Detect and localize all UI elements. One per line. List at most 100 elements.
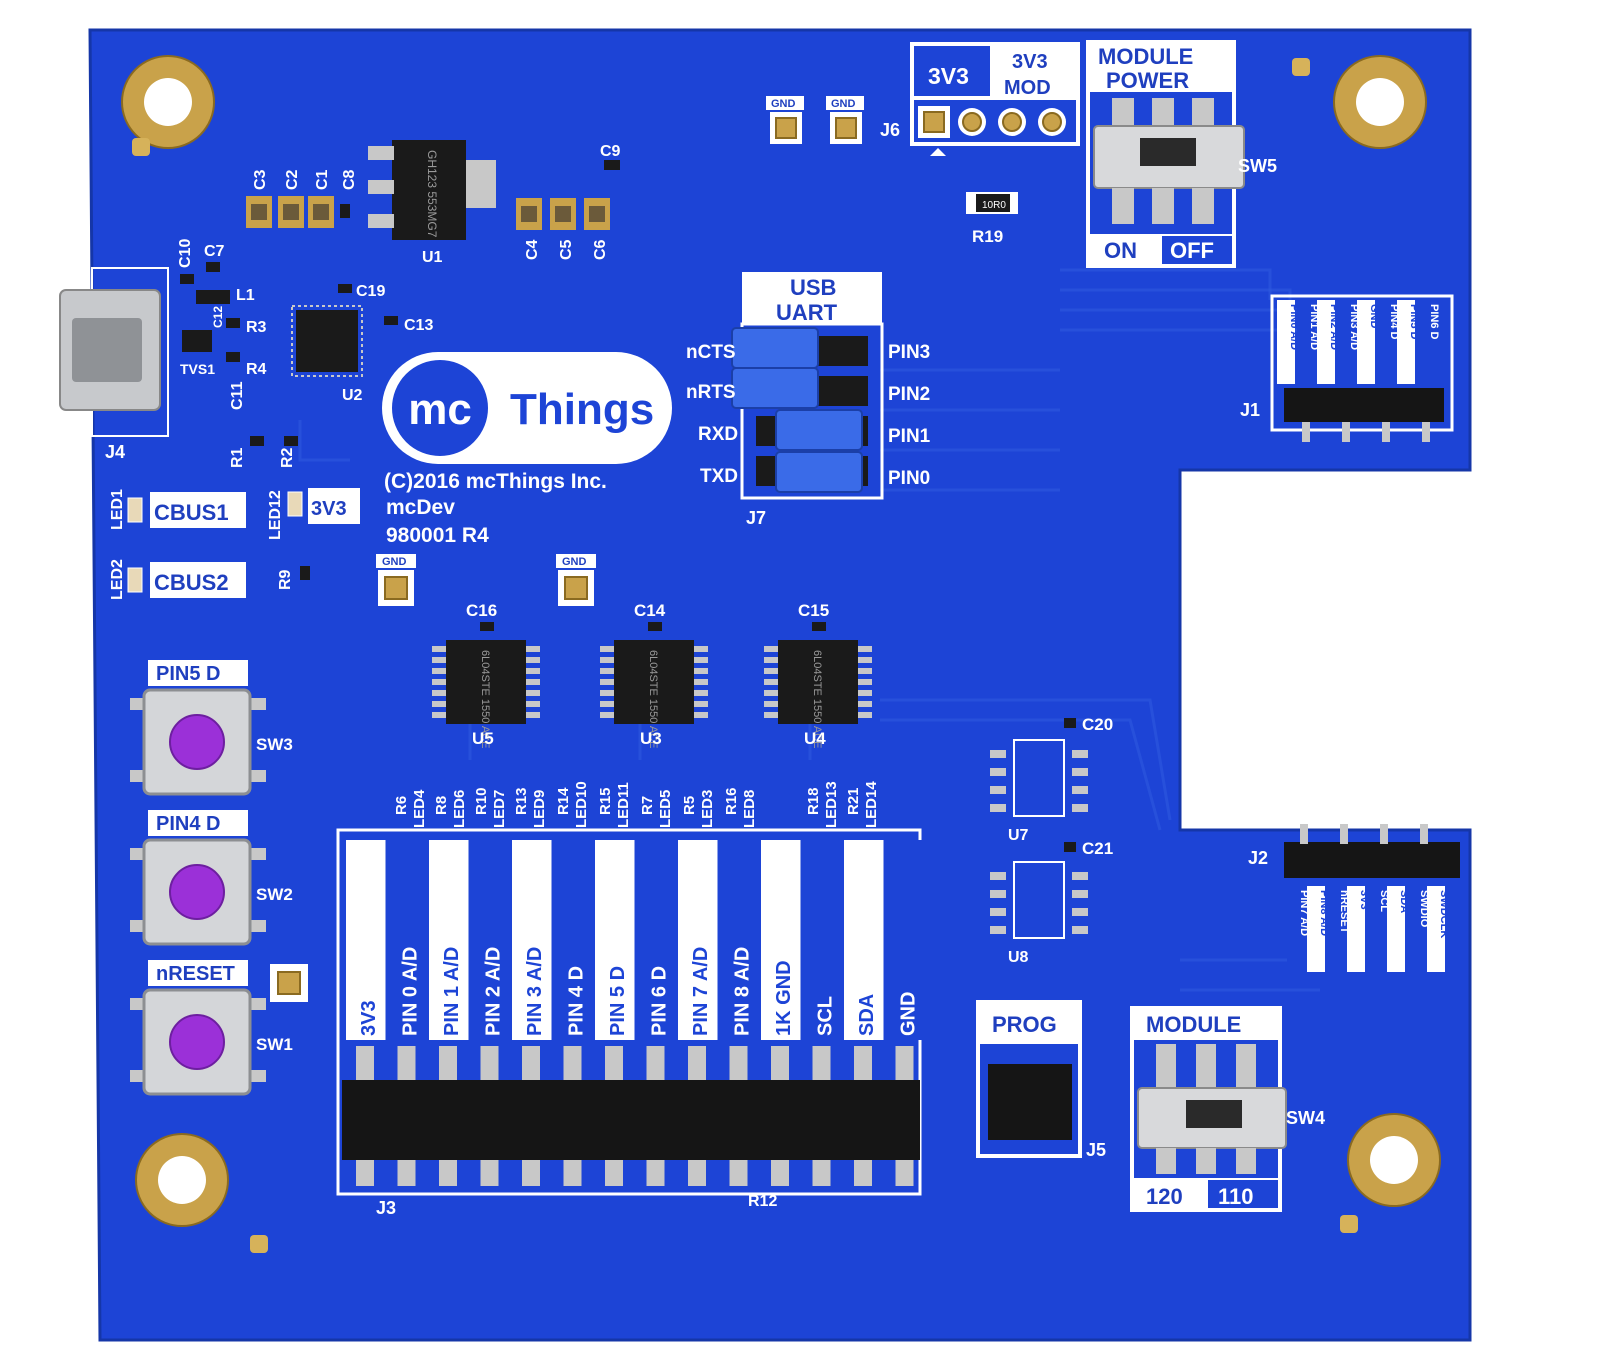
ref-c19: C19 — [356, 283, 385, 300]
ref-c20: C20 — [1082, 715, 1113, 734]
j3-pin — [688, 1156, 706, 1186]
button-pin — [130, 998, 146, 1010]
chip-pin — [432, 646, 446, 652]
button-pin — [250, 698, 266, 710]
j3-pin-label: GND — [897, 992, 919, 1036]
j3-label-strip — [636, 840, 676, 1040]
chip-marking: 6L04STE 1550 ACE — [811, 650, 823, 748]
ref-r1: R1 — [229, 447, 246, 468]
j3-pin-label: PIN 0 A/D — [399, 947, 421, 1036]
fiducial — [250, 1235, 268, 1253]
j3-pin-label: SDA — [856, 994, 878, 1036]
led1 — [127, 497, 143, 523]
resistor-ref: R6 — [393, 796, 410, 815]
led12 — [287, 491, 303, 517]
chip-body — [446, 640, 526, 724]
chip-pin — [600, 712, 614, 718]
chip-marking: 6L04STE 1550 ACE — [647, 650, 659, 748]
gnd-pad-label: GND — [831, 98, 856, 110]
chip-pin — [526, 690, 540, 696]
j3-pin — [895, 1156, 914, 1186]
prog-header[interactable] — [976, 1000, 1082, 1158]
mounting-hole-bottom-right — [1347, 1113, 1441, 1207]
j2-label-box — [1347, 886, 1365, 972]
module-power-label-1: MODULE — [1098, 44, 1193, 69]
button-ref: SW3 — [256, 735, 293, 754]
chip-pin — [432, 701, 446, 707]
label-cbus1: CBUS1 — [154, 500, 229, 525]
gnd-pad-label: GND — [382, 556, 407, 568]
ref-c3: C3 — [252, 169, 269, 190]
board-copyright: (C)2016 mcThings Inc. — [384, 470, 607, 493]
push-button-cap[interactable] — [169, 714, 225, 770]
j3-housing — [342, 1080, 920, 1160]
usb-connector — [59, 267, 169, 437]
fiducial — [1292, 58, 1310, 76]
gnd-test-pad — [766, 96, 804, 144]
chip-pin — [432, 690, 446, 696]
ref-c11: C11 — [229, 381, 246, 410]
j1-label-box — [1277, 300, 1295, 384]
j3-pin — [356, 1046, 374, 1080]
led-ref: LED8 — [741, 790, 758, 828]
module-power-label-2: POWER — [1106, 68, 1189, 93]
j2-label-box — [1387, 886, 1405, 972]
button-pin — [130, 770, 146, 782]
resistor-ref: R21 — [845, 787, 862, 815]
button-pin — [130, 920, 146, 932]
chip-pin — [526, 701, 540, 707]
j1-label-box — [1417, 300, 1435, 384]
j1-label-box — [1357, 300, 1375, 384]
header-j2[interactable] — [1284, 824, 1460, 878]
resistor-ref: R13 — [513, 787, 530, 815]
j2-label-box — [1407, 886, 1425, 972]
label-cbus2: CBUS2 — [154, 570, 229, 595]
button-pin — [130, 698, 146, 710]
resistor-ref: R8 — [433, 796, 450, 815]
fiducial — [1340, 1215, 1358, 1233]
j3-pin-label: PIN 4 D — [565, 966, 587, 1036]
j3-pin-label: 3V3 — [358, 1000, 380, 1036]
j3-pin — [563, 1156, 582, 1186]
j3-pin — [771, 1046, 789, 1080]
header-j6[interactable] — [910, 42, 1080, 156]
mcthings-logo — [382, 352, 672, 464]
button-label: PIN4 D — [156, 813, 220, 835]
j3-label-strip — [512, 840, 552, 1040]
ref-r9: R9 — [277, 569, 294, 590]
ref-c10: C10 — [177, 239, 194, 268]
ref-sw5: SW5 — [1238, 156, 1277, 176]
ref-r4: R4 — [246, 361, 267, 378]
mounting-hole-top-right — [1333, 55, 1427, 149]
push-button-cap[interactable] — [169, 864, 225, 920]
ref-led1: LED1 — [109, 489, 126, 530]
module-power-off: OFF — [1170, 238, 1214, 263]
header-j1[interactable] — [1270, 294, 1454, 442]
chip-pin — [764, 690, 778, 696]
ref-u1: U1 — [422, 249, 443, 266]
cap-c13 — [384, 316, 398, 325]
chip-pin — [858, 646, 872, 652]
led-ref: LED5 — [657, 790, 674, 828]
usb-uart-jumper-block[interactable] — [731, 327, 868, 493]
button-pin — [130, 848, 146, 860]
j3-label-strip — [553, 840, 593, 1040]
j3-label-strip — [761, 840, 801, 1040]
chip-pin — [764, 657, 778, 663]
led-ref: LED9 — [531, 790, 548, 828]
r19-marking: 10R0 — [982, 200, 1006, 211]
uart-left-1: nRTS — [686, 382, 736, 403]
j3-pin-label: PIN 2 A/D — [482, 947, 504, 1036]
push-button-cap[interactable] — [169, 1014, 225, 1070]
gnd-test-pad — [826, 96, 864, 144]
chip-ref: U3 — [640, 729, 662, 748]
module-select-switch[interactable] — [1130, 1006, 1287, 1212]
chip-pin — [526, 679, 540, 685]
module-power-switch[interactable] — [1086, 40, 1245, 268]
label-box-3v3-led — [308, 488, 360, 524]
resistor-ref: R15 — [597, 787, 614, 815]
j2-label-box — [1427, 886, 1445, 972]
resistor-ref: R10 — [473, 787, 490, 815]
